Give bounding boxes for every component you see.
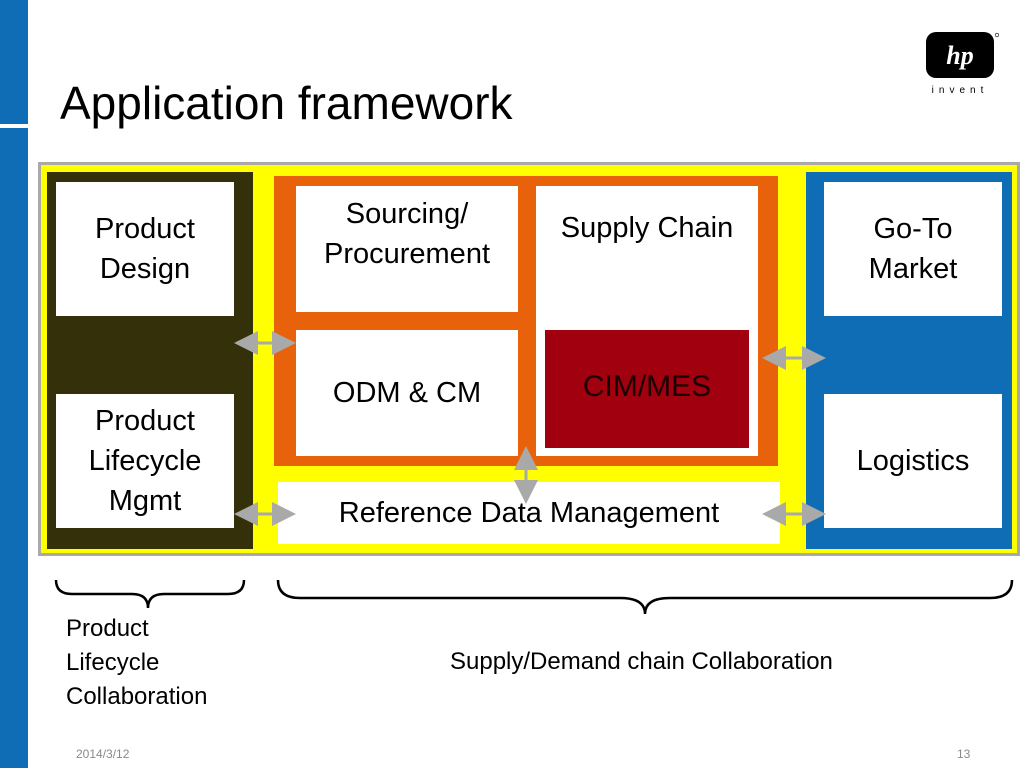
product-lifecycle-collaboration-label: Product Lifecycle Collaboration: [66, 615, 208, 710]
supply-demand-collaboration-label: Supply/Demand chain Collaboration: [450, 648, 833, 675]
svg-text:hp: hp: [946, 41, 973, 70]
odm-cm-box: ODM & CM: [296, 330, 518, 456]
page-number: 13: [957, 747, 971, 761]
go-to-market-box: Go-To Market: [824, 182, 1002, 316]
left-brace: [54, 579, 246, 609]
right-brace: [276, 579, 1014, 615]
slide-title: Application framework: [60, 77, 513, 129]
product-design-box: Product Design: [56, 182, 234, 316]
product-lifecycle-mgmt-box: Product Lifecycle Mgmt: [56, 394, 234, 528]
hp-logo: hp invent: [926, 32, 1000, 96]
svg-text:invent: invent: [932, 85, 989, 96]
logistics-box: Logistics: [824, 394, 1002, 528]
left-accent-bar: [0, 0, 28, 768]
slide-date: 2014/3/12: [76, 747, 130, 761]
cim-mes-box: CIM/MES: [545, 330, 749, 448]
sourcing-procurement-box: Sourcing/ Procurement: [296, 186, 518, 312]
accent-divider: [0, 124, 30, 128]
